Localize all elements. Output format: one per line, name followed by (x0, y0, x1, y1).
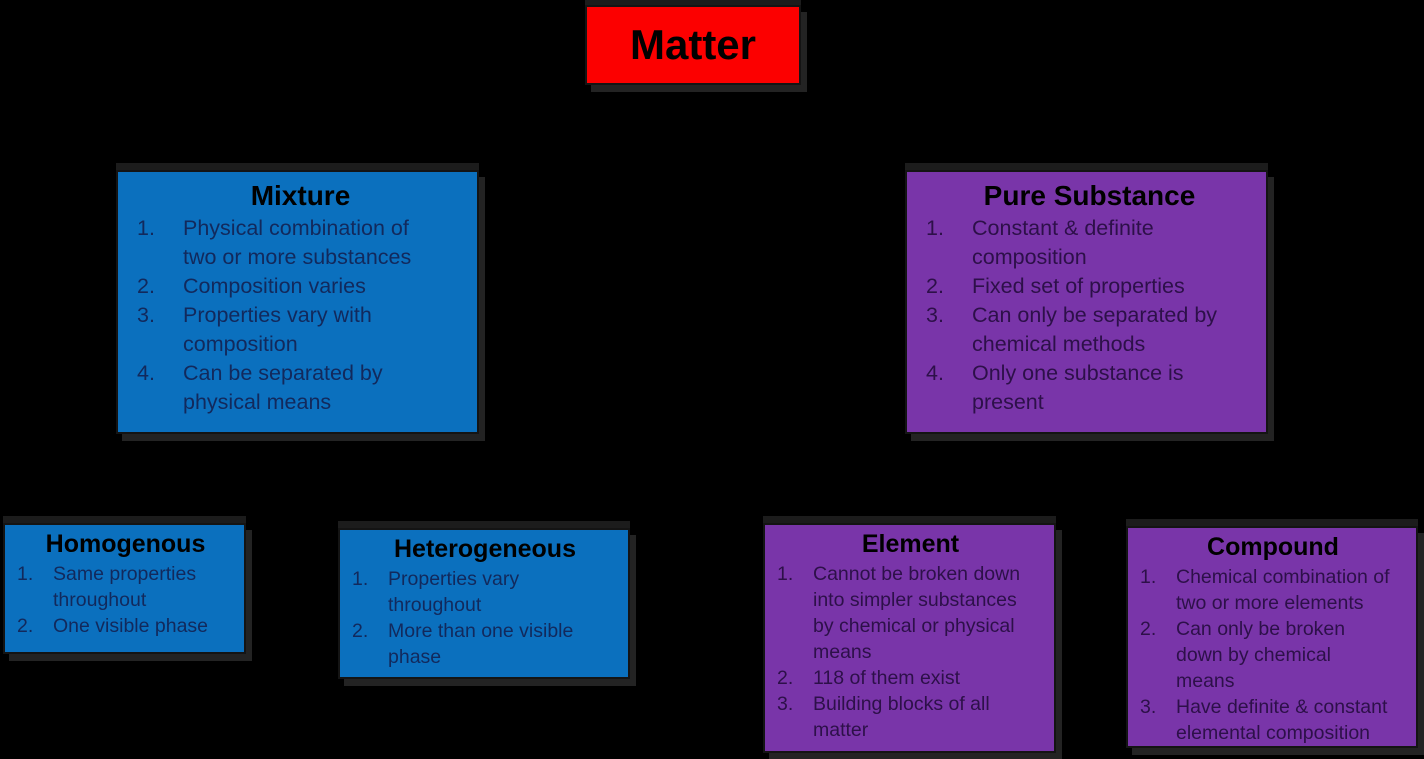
list-item: 3. Can only be separated by chemical met… (921, 301, 1258, 359)
list-item: 1. Properties vary throughout (348, 566, 622, 618)
item-text: Building blocks of all matter (813, 693, 990, 741)
item-number: 2. (777, 667, 794, 689)
item-number: 4. (137, 361, 155, 385)
item-text: Physical combination of two or more subs… (183, 216, 412, 269)
list-item: 2. Fixed set of properties (921, 272, 1258, 301)
item-number: 1. (352, 568, 369, 590)
item-text: 118 of them exist (813, 667, 961, 689)
list-item: 2. 118 of them exist (773, 665, 1048, 691)
compound-title: Compound (1207, 533, 1339, 561)
list-item: 1. Chemical combination of two or more e… (1136, 564, 1410, 616)
item-text: Chemical combination of two or more elem… (1176, 566, 1390, 614)
item-text: Properties vary with composition (183, 303, 372, 356)
list-item: 3. Properties vary with composition (132, 301, 469, 359)
heterogeneous-title: Heterogeneous (394, 535, 576, 563)
item-number: 2. (137, 274, 155, 298)
list-item: 1. Constant & definite composition (921, 214, 1258, 272)
list-item: 1. Physical combination of two or more s… (132, 214, 469, 272)
item-number: 1. (137, 216, 155, 240)
item-number: 1. (17, 563, 34, 585)
item-number: 3. (137, 303, 155, 327)
list-item: 2. Can only be broken down by chemical m… (1136, 616, 1410, 694)
mixture-title: Mixture (250, 180, 351, 211)
item-number: 3. (926, 303, 944, 327)
homogenous-title: Homogenous (45, 530, 206, 558)
item-number: 2. (17, 615, 34, 637)
item-number: 3. (1140, 696, 1157, 718)
list-item: 2. More than one visible phase (348, 618, 622, 670)
item-text: More than one visible phase (388, 620, 574, 668)
item-number: 3. (777, 693, 794, 715)
matter-node: Matter (585, 5, 801, 85)
pure-substance-title: Pure Substance (983, 180, 1196, 211)
matter-title: Matter (629, 21, 757, 68)
list-item: 2. One visible phase (13, 613, 238, 639)
heterogeneous-node: Heterogeneous 1. Properties vary through… (338, 528, 630, 679)
list-item: 3. Have definite & constant elemental co… (1136, 694, 1410, 746)
item-text: Can be separated by physical means (183, 361, 383, 414)
list-item: 4. Only one substance is present (921, 359, 1258, 417)
item-text: Only one substance is present (972, 361, 1184, 414)
item-text: Can only be broken down by chemical mean… (1176, 618, 1346, 692)
item-number: 4. (926, 361, 944, 385)
item-number: 1. (777, 563, 794, 585)
item-text: Can only be separated by chemical method… (972, 303, 1218, 356)
homogenous-node: Homogenous 1. Same properties throughout… (3, 523, 246, 654)
mixture-node: Mixture 1. Physical combination of two o… (116, 170, 479, 434)
list-item: 2. Composition varies (132, 272, 469, 301)
element-title: Element (861, 530, 960, 558)
item-number: 1. (1140, 566, 1157, 588)
item-text: Properties vary throughout (388, 568, 520, 616)
item-text: Fixed set of properties (972, 274, 1185, 298)
item-text: One visible phase (53, 615, 209, 637)
list-item: 4. Can be separated by physical means (132, 359, 469, 417)
element-node: Element 1. Cannot be broken down into si… (763, 523, 1056, 753)
item-text: Same properties throughout (53, 563, 197, 611)
pure-substance-node: Pure Substance 1. Constant & definite co… (905, 170, 1268, 434)
compound-node: Compound 1. Chemical combination of two … (1126, 526, 1418, 748)
item-text: Composition varies (183, 274, 366, 298)
list-item: 1. Same properties throughout (13, 561, 238, 613)
item-text: Constant & definite composition (972, 216, 1154, 269)
list-item: 1. Cannot be broken down into simpler su… (773, 561, 1048, 665)
item-number: 1. (926, 216, 944, 240)
list-item: 3. Building blocks of all matter (773, 691, 1048, 743)
item-number: 2. (1140, 618, 1157, 640)
item-number: 2. (926, 274, 944, 298)
item-text: Have definite & constant elemental compo… (1176, 696, 1388, 744)
item-number: 2. (352, 620, 369, 642)
item-text: Cannot be broken down into simpler subst… (813, 563, 1021, 663)
